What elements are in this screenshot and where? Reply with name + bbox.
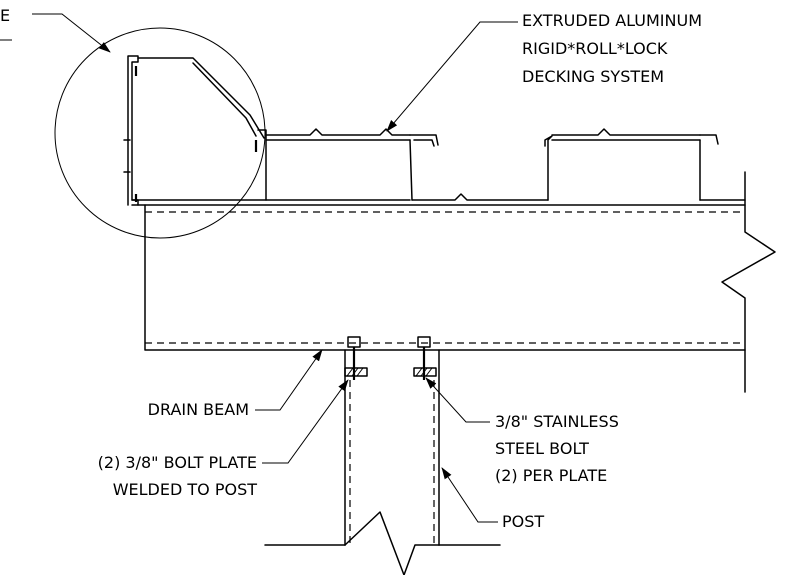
stainless-bolt-label-line3: (2) PER PLATE (495, 466, 608, 485)
drain-beam-label: DRAIN BEAM (147, 400, 249, 419)
stainless-bolt-label-line1: 3/8" STAINLESS (495, 412, 619, 431)
leader-lines (0, 13, 518, 523)
decking-label-line2: RIGID*ROLL*LOCK (522, 39, 668, 58)
decking-profile (131, 128, 746, 206)
detail-callout-circle (54, 27, 266, 239)
stainless-bolt-label-line2: STEEL BOLT (495, 439, 589, 458)
bolt-plate-label-line1: (2) 3/8" BOLT PLATE (97, 453, 257, 472)
post-label: POST (502, 512, 545, 531)
decking-label-line1: EXTRUDED ALUMINUM (522, 11, 703, 30)
drain-beam (144, 171, 776, 393)
bolt-plate-label-line2: WELDED TO POST (112, 480, 257, 499)
top-left-partial-label: E (0, 6, 11, 25)
fascia-profile (123, 55, 267, 206)
decking-label-line3: DECKING SYSTEM (522, 67, 665, 86)
post (264, 349, 501, 575)
